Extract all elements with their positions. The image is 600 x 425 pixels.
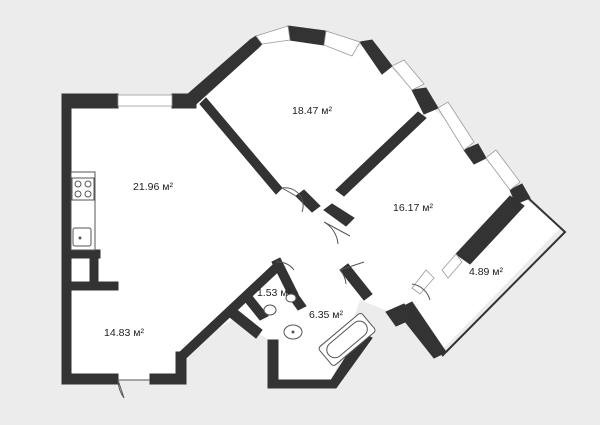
window-icon	[485, 149, 521, 191]
outer-walls	[61, 25, 567, 389]
room-area-bedroom-top: 18.47 м²	[292, 105, 332, 117]
room-area-bedroom-right: 16.17 м²	[393, 202, 433, 214]
bathtub-icon	[318, 312, 376, 366]
wc-fixtures	[263, 293, 297, 316]
windows	[117, 25, 521, 295]
window-icon	[255, 25, 291, 45]
door-swing-icon	[323, 221, 351, 245]
sink-icon	[72, 227, 92, 247]
window-icon	[391, 59, 425, 91]
room-area-balcony: 4.89 м²	[469, 266, 504, 278]
window-icon	[117, 94, 173, 107]
door-swing-icon	[275, 261, 295, 271]
toilet-icon	[263, 304, 277, 316]
window-icon	[437, 101, 475, 151]
door-swing-icon	[339, 261, 365, 285]
door-swing-icon	[117, 379, 150, 399]
bathroom-fixtures	[283, 312, 376, 366]
balcony-rail	[441, 195, 567, 357]
window-icon	[441, 253, 463, 279]
window-icon	[323, 30, 361, 57]
stove-icon	[71, 177, 95, 201]
room-area-wc: 1.53 м²	[257, 287, 292, 299]
sink-icon	[285, 293, 297, 303]
apartment-floor	[70, 38, 560, 386]
door-swing-icon	[411, 283, 431, 301]
room-labels: 18.47 м² 21.96 м² 16.17 м² 4.89 м² 1.53 …	[104, 105, 503, 339]
room-area-bathroom: 6.35 м²	[309, 309, 344, 321]
doors	[117, 187, 431, 399]
kitchen-counter	[70, 171, 96, 251]
room-area-hallway: 14.83 м²	[104, 327, 144, 339]
interior-walls	[69, 97, 427, 359]
window-icon	[411, 269, 435, 295]
door-swing-icon	[281, 187, 304, 213]
room-area-living-kitchen: 21.96 м²	[133, 181, 173, 193]
